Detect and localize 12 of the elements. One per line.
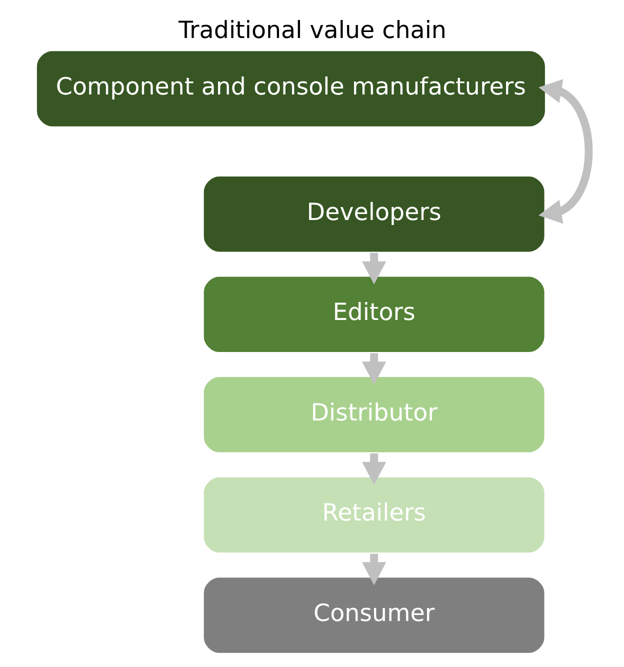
arrow	[361, 453, 386, 485]
node-box: Editors	[202, 275, 546, 354]
node-box: Retailers	[202, 476, 546, 554]
diagram-title: Traditional value chain	[178, 16, 446, 44]
node-box: Component and console manufacturers	[35, 50, 546, 128]
arrow	[361, 252, 386, 284]
node-box: Consumer	[202, 576, 546, 654]
arrow	[361, 554, 386, 586]
arrow	[538, 79, 592, 224]
node-box: Developers	[202, 175, 546, 253]
node-box: Distributor	[202, 376, 546, 454]
arrow	[361, 353, 386, 385]
